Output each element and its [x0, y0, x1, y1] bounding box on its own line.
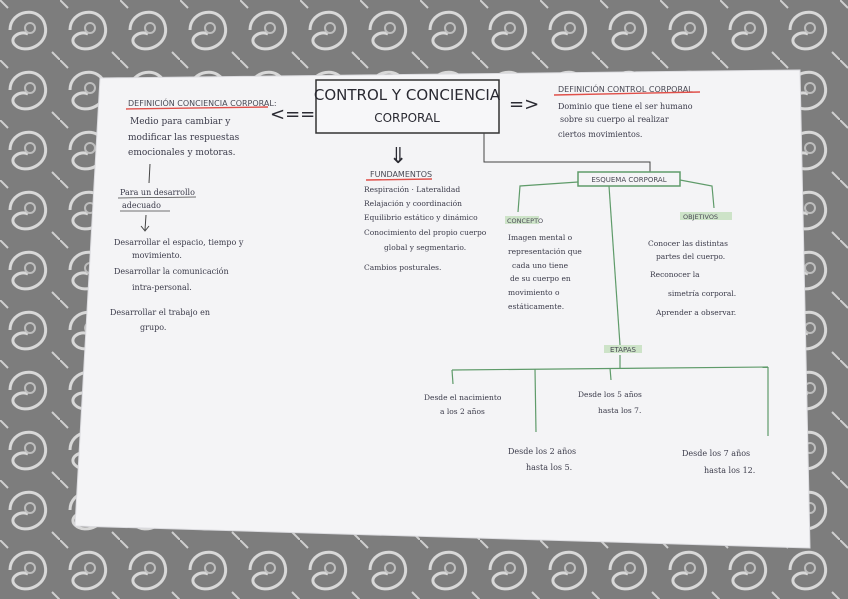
objetivos-label: OBJETIVOS: [683, 213, 718, 221]
left-arrow: <==: [270, 104, 315, 125]
left-connector-1: [148, 163, 151, 184]
right-def-line-1: Dominio que tiene el ser humano: [558, 102, 693, 111]
title-line-2: CORPORAL: [374, 111, 440, 125]
objetivo-3-line-1: Aprender a observar.: [655, 308, 736, 317]
left-def-line-3: emocionales y motoras.: [128, 148, 236, 158]
esquema-to-concepto: [517, 181, 579, 213]
etapa-4-line-2: hasta los 12.: [704, 466, 755, 475]
etapa-2-line-1: Desde los 2 años: [508, 447, 576, 456]
left-bullet-1-line-2: movimiento.: [132, 251, 182, 260]
left-bullet-2-line-2: intra-personal.: [132, 283, 192, 292]
esquema-branch: ESQUEMA CORPORAL CONCEPTO Imagen mental …: [424, 171, 769, 475]
concepto-line-1: Imagen mental o: [508, 233, 573, 242]
esquema-box: [577, 171, 681, 187]
etapa-4-line-1: Desde los 7 años: [682, 449, 750, 458]
left-branch: DEFINICIÓN CONCIENCIA CORPORAL: Medio pa…: [110, 97, 277, 332]
left-arrowhead: [140, 225, 150, 232]
left-bullet-1-line-1: Desarrollar el espacio, tiempo y: [114, 238, 244, 247]
etapa-3-connector: [609, 367, 612, 381]
fundamentos-branch: FUNDAMENTOS Respiración · Lateralidad Re…: [364, 170, 487, 272]
left-bullet-3-line-2: grupo.: [140, 323, 166, 332]
right-def-line-3: ciertos movimientos.: [558, 130, 642, 139]
right-def-line-2: sobre su cuerpo al realizar: [560, 115, 669, 124]
left-subheading-1: Para un desarrollo: [120, 188, 195, 197]
right-heading-underline: [553, 91, 701, 96]
etapa-3-line-2: hasta los 7.: [598, 406, 641, 415]
paper-sheet: [74, 69, 811, 549]
concepto-line-3: cada uno tiene: [512, 261, 569, 270]
right-arrow: =>: [509, 94, 539, 115]
concepto-line-4: de su cuerpo en: [510, 274, 571, 283]
etapa-3-line-1: Desde los 5 años: [578, 390, 642, 399]
connector-title-esquema: [483, 133, 651, 172]
fundamentos-item-6: Cambios posturales.: [364, 263, 441, 272]
left-heading-underline: [125, 106, 269, 110]
concepto-line-6: estáticamente.: [508, 302, 564, 311]
etapa-1-line-2: a los 2 años: [440, 407, 485, 416]
concepto-line-5: movimiento o: [508, 288, 560, 297]
right-branch: DEFINICIÓN CONTROL CORPORAL Dominio que …: [553, 83, 701, 139]
concepto-label: CONCEPTO: [507, 217, 543, 225]
left-heading: DEFINICIÓN CONCIENCIA CORPORAL:: [128, 97, 277, 108]
fundamentos-item-1: Respiración · Lateralidad: [364, 185, 460, 194]
etapa-1-connector: [451, 369, 454, 385]
concepto-highlight: [505, 216, 539, 224]
left-connector-2: [144, 214, 147, 231]
fundamentos-item-3: Equilibrio estático y dinámico: [364, 213, 478, 222]
title-box: CONTROL Y CONCIENCIA CORPORAL: [314, 79, 501, 134]
left-subheading-2: adecuado: [122, 201, 161, 210]
etapas-label: ETAPAS: [610, 346, 637, 354]
down-arrow: ⇓: [389, 144, 407, 169]
objetivo-2-line-1: Reconocer la: [650, 270, 700, 279]
objetivo-2-line-2: simetría corporal.: [668, 289, 736, 298]
objetivos-highlight: [680, 212, 732, 220]
fundamentos-underline: [365, 178, 433, 181]
esquema-heading: ESQUEMA CORPORAL: [591, 176, 666, 184]
fundamentos-heading: FUNDAMENTOS: [370, 170, 432, 179]
fundamentos-item-4: Conocimiento del propio cuerpo: [364, 228, 487, 237]
concepto-line-2: representación que: [508, 247, 582, 256]
fundamentos-item-2: Relajación y coordinación: [364, 199, 462, 208]
etapa-2-connector: [534, 368, 537, 433]
objetivo-1-line-2: partes del cuerpo.: [656, 252, 725, 261]
etapa-2-line-2: hasta los 5.: [526, 463, 572, 472]
left-bullet-3-line-1: Desarrollar el trabajo en: [110, 308, 210, 317]
left-bullet-2-line-1: Desarrollar la comunicación: [114, 267, 229, 276]
esquema-to-etapas: [608, 185, 621, 346]
left-def-line-1: Medio para cambiar y: [130, 117, 231, 127]
etapas-highlight: [604, 345, 642, 353]
left-subheading-1-underline: [117, 196, 197, 199]
esquema-to-objetivos: [679, 179, 715, 209]
right-heading: DEFINICIÓN CONTROL CORPORAL: [558, 83, 693, 94]
left-def-line-2: modificar las respuestas: [128, 133, 240, 143]
fundamentos-item-5: global y segmentario.: [384, 243, 466, 252]
objetivo-1-line-1: Conocer las distintas: [648, 239, 728, 248]
title-line-1: CONTROL Y CONCIENCIA: [314, 86, 501, 104]
etapa-1-line-1: Desde el nacimiento: [424, 393, 502, 402]
